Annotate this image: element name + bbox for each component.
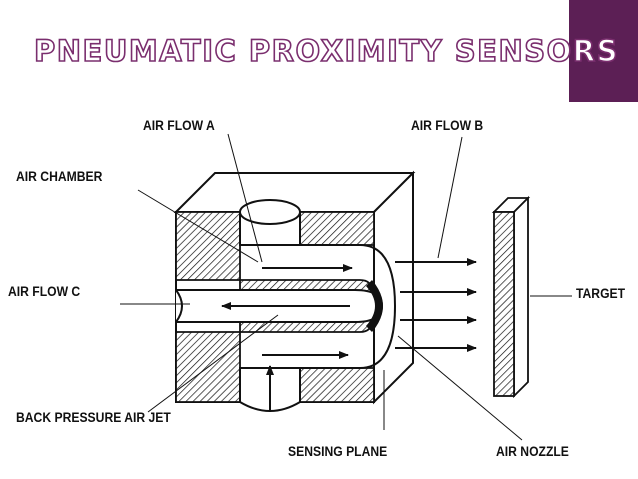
leader-air-flow-a <box>227 133 263 263</box>
label-air-chamber: AIR CHAMBER <box>16 169 103 184</box>
nozzle-tip <box>366 280 383 332</box>
label-air-flow-c: AIR FLOW C <box>8 284 81 299</box>
label-air-flow-a: AIR FLOW A <box>143 118 215 133</box>
leader-air-nozzle <box>397 335 523 441</box>
target-plate <box>493 211 515 397</box>
label-target: TARGET <box>576 286 626 301</box>
slide-title: PNEUMATIC PROXIMITY SENSORS <box>33 33 619 69</box>
leader-back-pressure <box>147 314 279 413</box>
lower-right-hatch <box>299 367 375 403</box>
label-air-flow-b: AIR FLOW B <box>411 118 484 133</box>
leader-air-flow-b <box>437 136 463 259</box>
label-sensing-plane: SENSING PLANE <box>288 444 388 459</box>
left-port <box>175 289 183 323</box>
accent-block <box>569 0 638 102</box>
target-side <box>513 195 529 399</box>
upper-right-hatch <box>299 211 375 246</box>
leader-air-chamber <box>137 189 259 263</box>
label-air-nozzle: AIR NOZZLE <box>496 444 569 459</box>
air-chamber-passage <box>240 244 397 369</box>
label-back-pressure-air-jet: BACK PRESSURE AIR JET <box>16 410 171 425</box>
